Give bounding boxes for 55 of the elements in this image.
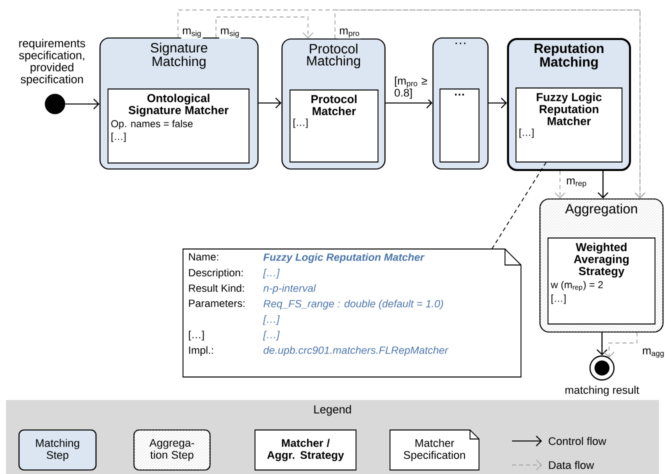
edge-label: [m$_{pro}$ ≥ 0.8]	[393, 76, 430, 100]
edge-label: m$_{rep}$	[565, 177, 588, 189]
legend-sample-label: Matching Step	[36, 438, 80, 462]
spec-key: Parameters:	[189, 300, 244, 308]
matcher-title: Protocol Matcher	[311, 94, 356, 116]
control-flow-arrow	[258, 98, 282, 108]
control-flow-arrow	[386, 98, 432, 108]
data-flow-arrow	[334, 10, 646, 198]
spec-value: n-p-interval	[263, 284, 316, 294]
edge-label: m$_{sig}$	[219, 27, 241, 39]
edge-label: m$_{sig}$	[181, 27, 203, 39]
matcher-title: …	[455, 94, 464, 96]
spec-value: […]	[263, 315, 280, 325]
control-flow-arrow	[65, 98, 100, 110]
control-flow-arrow	[598, 171, 608, 198]
step-title: Aggregation	[565, 204, 637, 216]
spec-key: Result Kind:	[189, 284, 244, 292]
matcher-setting: […]	[551, 294, 566, 304]
step-title: Signature Matching	[150, 42, 208, 69]
edge-label: m$_{pro}$	[338, 27, 361, 39]
spec-value: […]	[263, 268, 280, 278]
matcher-title: Ontological Signature Matcher	[128, 94, 229, 116]
legend-sample-label: Matcher Specification	[404, 438, 465, 462]
matcher-setting: w (m$_{rep}$) = 2	[550, 280, 603, 292]
step-title: Reputation Matching	[534, 43, 604, 70]
edge-label: m$_{agg}$	[641, 347, 665, 359]
matcher-setting: […]	[111, 132, 126, 142]
data-flow-arrow	[554, 170, 566, 198]
legend-title: Legend	[314, 405, 351, 416]
step-title: Protocol Matching	[307, 44, 360, 68]
legend-sample-label: Matcher / Aggr. Strategy	[267, 438, 344, 462]
legend-label: Data flow	[549, 460, 594, 470]
control-flow-arrow	[596, 332, 608, 356]
leader-line	[492, 162, 546, 250]
matcher-title: Fuzzy Logic Reputation Matcher	[536, 92, 602, 126]
spec-key: Name:	[189, 253, 218, 261]
matcher-title: Weighted Averaging Strategy	[574, 242, 629, 278]
legend-label: Control flow	[548, 436, 606, 446]
output-label: matching result	[565, 386, 640, 396]
spec-key: Impl.:	[189, 346, 213, 356]
matcher-setting: Op. names = false	[111, 120, 193, 130]
legend-sample-label: Aggrega- tion Step	[149, 439, 194, 461]
spec-value: de.upb.crc901.matchers.FLRepMatcher	[264, 346, 449, 356]
spec-key: […]	[188, 330, 204, 340]
data-flow-arrow	[216, 16, 314, 38]
spec-value: […]	[263, 330, 280, 340]
matcher-setting: […]	[519, 128, 534, 138]
spec-key: Description:	[189, 268, 243, 278]
step-title: …	[456, 42, 466, 44]
matcher-setting: […]	[293, 118, 308, 128]
input-label: requirements specification, provided specification	[19, 38, 86, 86]
control-flow-arrow	[488, 98, 507, 108]
data-flow-arrow	[604, 332, 638, 358]
spec-value: Fuzzy Logic Reputation Matcher	[263, 253, 425, 263]
spec-value: Req_FS_range : double (default = 1.0)	[264, 300, 443, 310]
